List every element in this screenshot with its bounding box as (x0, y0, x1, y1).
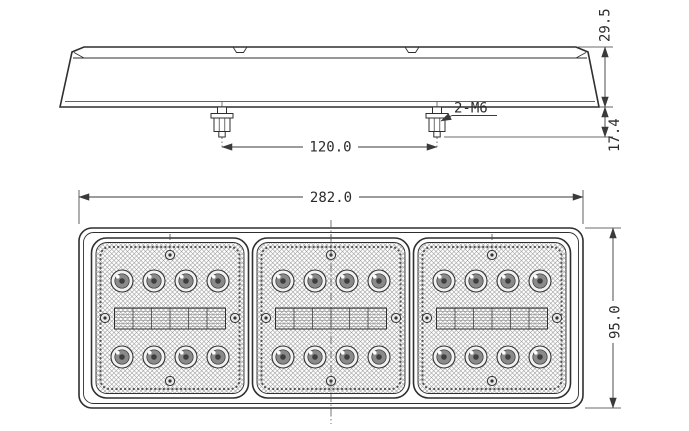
led-module-1 (92, 234, 249, 398)
stud-thread-callout: 2-M6 (440, 101, 497, 122)
dim-overall-height-label: 95.0 (608, 305, 624, 339)
dim-overall-width-label: 282.0 (310, 190, 352, 206)
front-view: 282.0 95.0 (78, 190, 624, 424)
lamp-front-inner-edge (83, 232, 579, 404)
dim-stud-spacing-label: 120.0 (309, 140, 351, 156)
segment-notch-right (404, 46, 420, 53)
dimension-overall-width: 282.0 (78, 190, 584, 224)
dim-stud-height-label: 17.4 (607, 118, 623, 152)
stud-thread-label: 2-M6 (454, 101, 488, 117)
segment-notch-left (232, 46, 248, 53)
dimension-stud-spacing: 120.0 (221, 140, 438, 156)
dimension-stud-height: 17.4 (444, 106, 623, 152)
led-module-3 (414, 234, 571, 398)
side-view: 120.0 2-M6 29.5 17.4 (59, 8, 623, 156)
lamp-side-profile (59, 46, 600, 108)
dimension-overall-height: 95.0 (585, 227, 624, 409)
dim-body-height-label: 29.5 (598, 8, 614, 42)
led-module-2 (253, 234, 410, 398)
mounting-stud-right (425, 101, 449, 148)
mounting-stud-left (210, 101, 234, 148)
